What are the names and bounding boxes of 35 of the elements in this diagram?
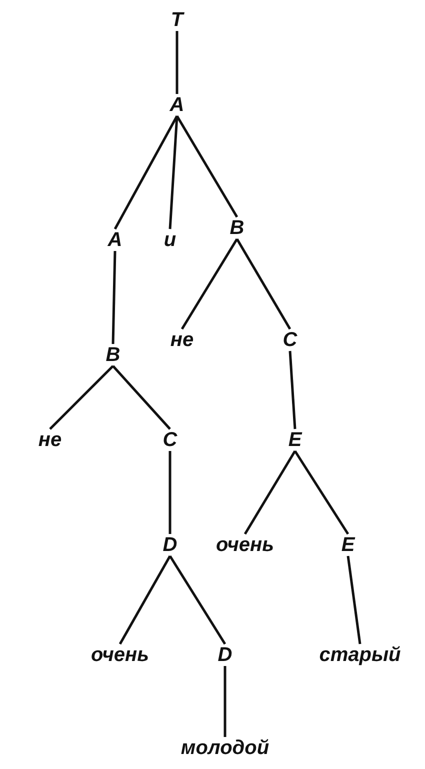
tree-node-label: B: [104, 344, 122, 366]
tree-node-label: E: [286, 429, 304, 451]
tree-branch-line: [180, 238, 238, 330]
tree-branch-line: [114, 115, 178, 230]
tree-branch-line: [244, 450, 296, 535]
tree-node-label: C: [280, 329, 300, 351]
tree-branch-line: [168, 116, 178, 230]
tree-branch-line: [346, 556, 362, 644]
tree-node-label: A: [106, 229, 124, 251]
tree-node-label: E: [339, 534, 357, 556]
tree-branch-line: [288, 350, 296, 430]
tree-branch-line: [294, 450, 350, 535]
tree-node-label: D: [160, 534, 180, 556]
tree-node-label: C: [160, 429, 180, 451]
tree-node-label: B: [228, 217, 246, 239]
tree-branch-line: [112, 365, 171, 430]
tree-branch-line: [168, 451, 172, 534]
tree-branch-line: [176, 31, 178, 94]
tree-branch-line: [168, 555, 226, 645]
tree-branch-line: [49, 365, 114, 430]
tree-node-label: старый: [317, 644, 403, 666]
tree-branch-line: [118, 555, 172, 645]
tree-node-label: D: [216, 644, 234, 666]
tree-node-label: не: [168, 329, 196, 351]
tree-branch-line: [176, 115, 238, 218]
tree-branch-line: [224, 666, 226, 737]
tree-node-label: A: [168, 94, 186, 116]
tree-branch-line: [236, 238, 292, 330]
tree-node-label: и: [162, 229, 178, 251]
tree-node-label: T: [168, 9, 186, 31]
tree-node-label: очень: [214, 534, 276, 556]
tree-node-label: молодой: [178, 737, 272, 759]
tree-branch-line: [112, 250, 116, 344]
tree-node-label: не: [36, 429, 64, 451]
tree-node-label: очень: [89, 644, 151, 666]
